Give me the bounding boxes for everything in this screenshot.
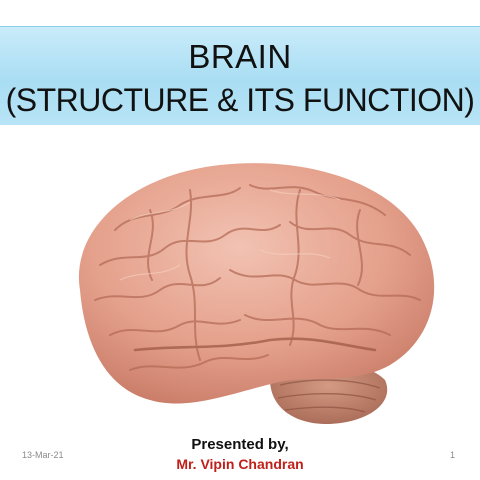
presenter-name: Mr. Vipin Chandran <box>176 456 304 472</box>
cerebrum-shape <box>78 163 435 404</box>
slide-date: 13-Mar-21 <box>22 450 64 460</box>
presented-by-label: Presented by, <box>191 436 289 453</box>
brain-image <box>40 150 450 440</box>
page-number: 1 <box>450 450 456 460</box>
slide-subtitle: (STRUCTURE & ITS FUNCTION) <box>5 82 475 118</box>
slide-title: BRAIN <box>188 38 292 75</box>
title-banner <box>0 26 480 125</box>
